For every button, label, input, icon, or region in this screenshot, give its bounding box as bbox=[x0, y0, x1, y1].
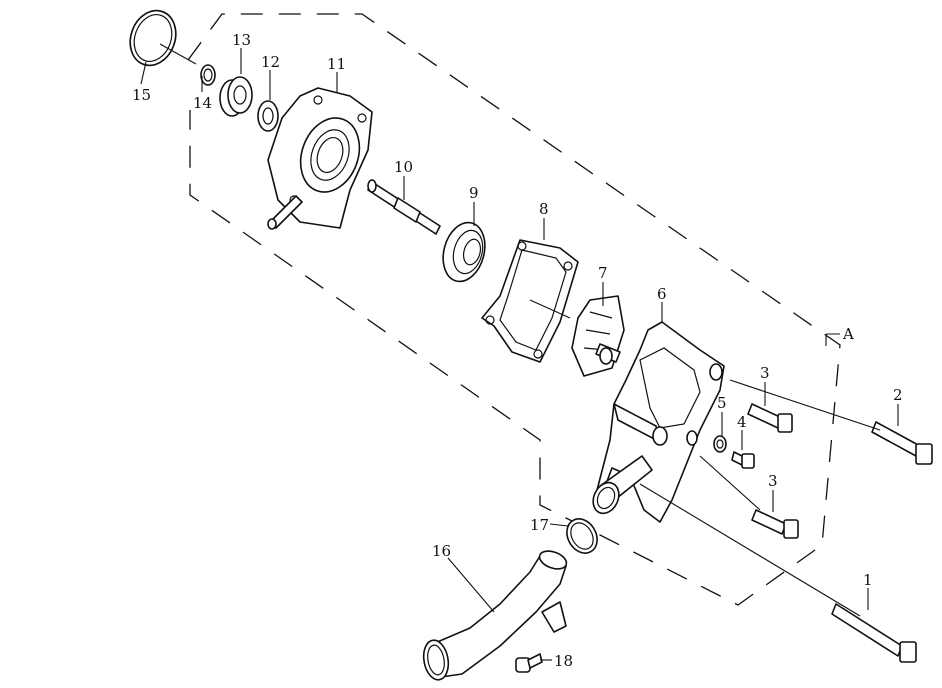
callout-leader-lines bbox=[140, 48, 899, 661]
callout-16: 16 bbox=[432, 542, 451, 560]
part-11-pump-cover bbox=[267, 87, 373, 230]
callout-2: 2 bbox=[893, 386, 903, 404]
part-8-gasket bbox=[481, 239, 579, 363]
part-3-bolt-lower bbox=[751, 509, 799, 539]
callout-1: 1 bbox=[863, 571, 873, 589]
callout-15: 15 bbox=[132, 86, 151, 104]
callout-11: 11 bbox=[327, 55, 346, 73]
part-15-o-ring bbox=[129, 9, 177, 67]
callout-10: 10 bbox=[394, 158, 413, 176]
part-2-long-bolt bbox=[871, 421, 933, 465]
part-14-snap-ring bbox=[200, 64, 216, 86]
callout-9: 9 bbox=[469, 184, 479, 202]
callout-13: 13 bbox=[232, 31, 251, 49]
part-7-impeller bbox=[571, 295, 625, 377]
part-16-water-pipe bbox=[422, 550, 568, 681]
callout-labels: 1 2 3 3 4 5 6 7 8 9 10 11 12 13 14 15 16… bbox=[132, 31, 903, 670]
callout-12: 12 bbox=[261, 53, 280, 71]
callout-5: 5 bbox=[717, 394, 727, 412]
callout-7: 7 bbox=[598, 264, 608, 282]
callout-14: 14 bbox=[193, 94, 212, 112]
callout-3-upper: 3 bbox=[760, 364, 770, 382]
part-3-bolt-upper bbox=[747, 403, 793, 433]
callout-18: 18 bbox=[554, 652, 573, 670]
callout-17: 17 bbox=[530, 516, 549, 534]
part-6-pump-body bbox=[592, 321, 725, 523]
part-4-drain-bolt bbox=[731, 451, 755, 469]
part-12-seal-ring bbox=[257, 100, 279, 132]
assembly-center-lines bbox=[159, 43, 881, 617]
part-1-long-bolt bbox=[831, 603, 917, 663]
part-18-small-bolt bbox=[515, 653, 543, 673]
callout-A: A bbox=[842, 325, 854, 343]
part-9-mechanical-seal bbox=[442, 221, 486, 283]
callout-3-lower: 3 bbox=[768, 472, 778, 490]
callout-6: 6 bbox=[657, 285, 667, 303]
dashed-assembly-frame bbox=[187, 13, 841, 606]
part-10-pump-shaft bbox=[367, 179, 441, 235]
part-17-o-ring bbox=[566, 518, 598, 554]
callout-8: 8 bbox=[539, 200, 549, 218]
part-5-washer bbox=[713, 435, 727, 453]
part-13-bearing bbox=[219, 76, 253, 117]
callout-4: 4 bbox=[737, 413, 747, 431]
